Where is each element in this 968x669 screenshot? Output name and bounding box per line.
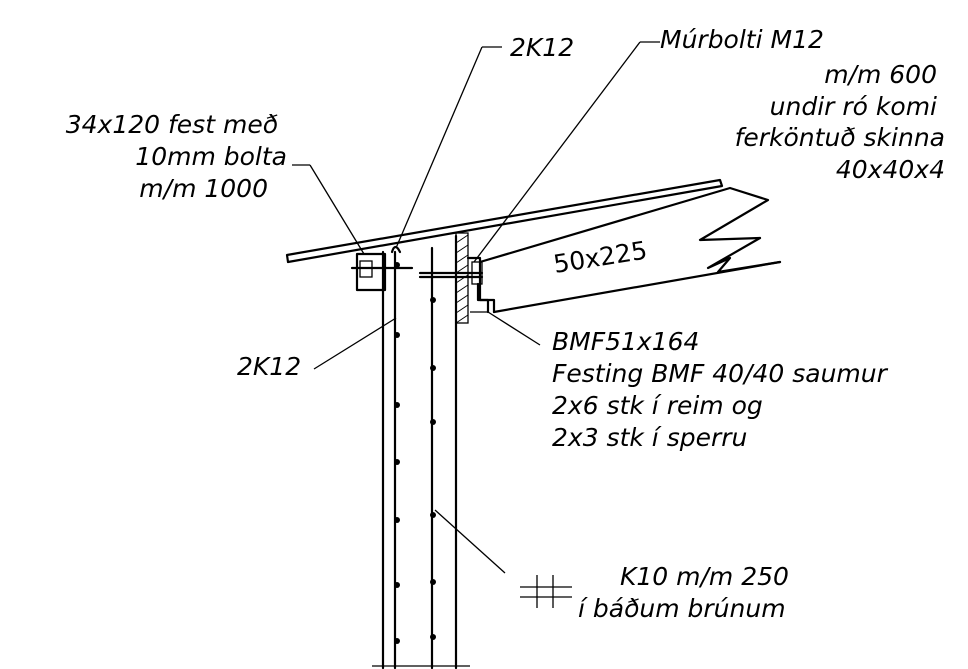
label-bracket-3: 2x6 stk í reim og xyxy=(552,391,763,420)
label-bolt-2: m/m 600 xyxy=(824,60,937,89)
label-mesh-1: K10 m/m 250 xyxy=(620,562,789,591)
rafter xyxy=(466,186,782,314)
label-bolt-3: undir ró komi xyxy=(770,92,937,121)
label-bracket-4: 2x3 stk í sperru xyxy=(552,423,747,452)
label-bolt-4: ferköntuð skinna xyxy=(735,123,945,152)
label-bracket-1: BMF51x164 xyxy=(552,327,699,356)
label-bolt-1: Múrbolti M12 xyxy=(660,25,824,54)
top-plate xyxy=(350,252,414,292)
leader-lines xyxy=(292,41,660,574)
label-bracket-2: Festing BMF 40/40 saumur xyxy=(552,359,889,388)
label-plank-3: m/m 1000 xyxy=(139,174,268,203)
label-plank-1: 34x120 fest með xyxy=(66,110,278,139)
grid-hash-icon xyxy=(520,575,572,608)
label-rebar-side: 2K12 xyxy=(237,352,301,381)
roof-plank xyxy=(285,178,724,264)
label-rafter: 50x225 xyxy=(551,236,649,279)
label-mesh-2: í báðum brúnum xyxy=(578,594,786,623)
concrete-wall xyxy=(372,234,470,669)
label-plank-2: 10mm bolta xyxy=(135,142,287,171)
rebar-bars xyxy=(390,245,434,669)
label-rebar-top: 2K12 xyxy=(510,33,574,62)
mesh-dots xyxy=(394,262,436,644)
label-bolt-5: 40x40x4 xyxy=(836,155,945,184)
bmf-bracket xyxy=(476,282,490,314)
anchor-bolt xyxy=(418,261,484,285)
